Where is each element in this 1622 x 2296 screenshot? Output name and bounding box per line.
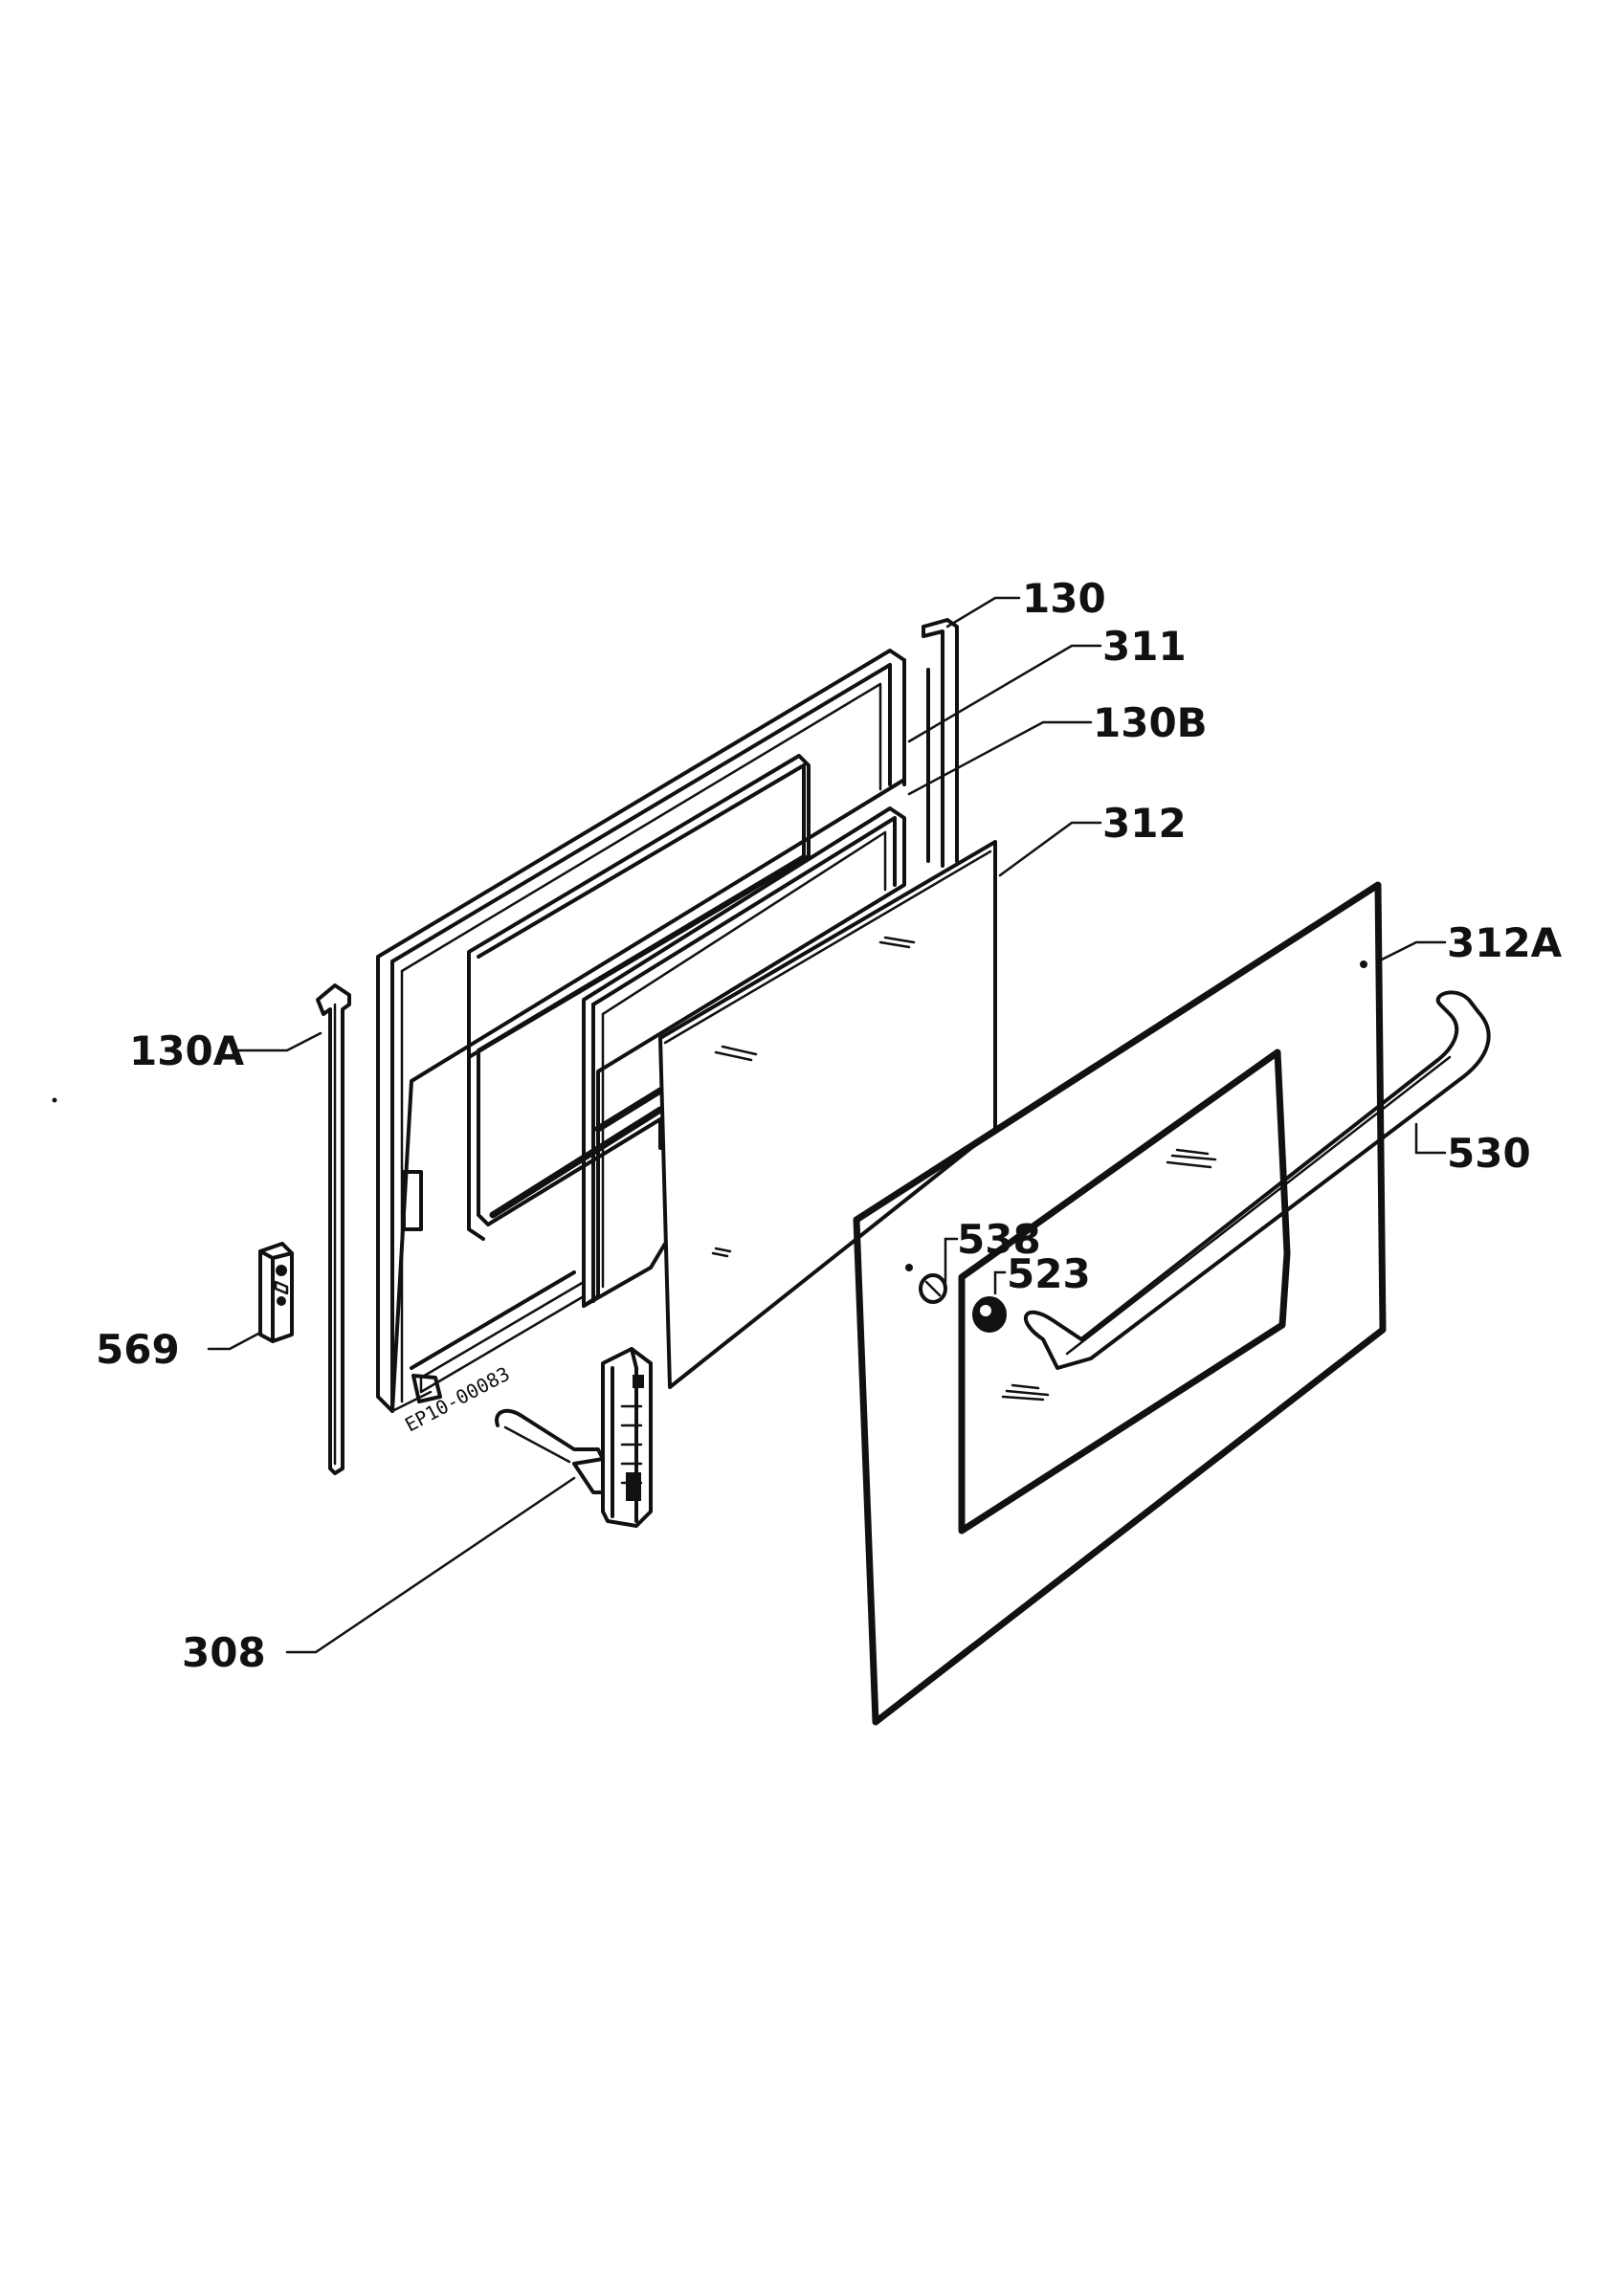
part-523-knob bbox=[972, 1296, 1007, 1333]
label-130: 130 bbox=[1022, 575, 1106, 622]
part-538-knob bbox=[919, 1273, 947, 1304]
part-130a-seal-strip bbox=[316, 983, 351, 1475]
label-312a: 312A bbox=[1447, 919, 1563, 966]
part-569-hinge-bracket bbox=[258, 1242, 294, 1343]
label-569: 569 bbox=[96, 1326, 180, 1373]
part-530-door-handle bbox=[1023, 990, 1491, 1370]
label-130b: 130B bbox=[1093, 699, 1208, 746]
part-130b-glass-frame bbox=[582, 806, 906, 1308]
part-311-inner-door-frame bbox=[376, 649, 906, 1413]
callout-labels: 130 311 130B 312 312A 130A 530 538 523 5… bbox=[96, 575, 1563, 1676]
leader-lines bbox=[207, 596, 1447, 1654]
part-130-seal-strip bbox=[922, 618, 959, 868]
scan-speck bbox=[52, 1097, 57, 1103]
label-308: 308 bbox=[182, 1629, 266, 1676]
label-523: 523 bbox=[1007, 1250, 1091, 1297]
part-312a-outer-glass-door bbox=[853, 881, 1387, 1726]
label-130a: 130A bbox=[129, 1027, 245, 1074]
label-311: 311 bbox=[1102, 623, 1187, 670]
label-538: 538 bbox=[957, 1216, 1041, 1263]
label-312: 312 bbox=[1102, 800, 1187, 847]
part-312-inner-glass bbox=[658, 840, 997, 1389]
label-530: 530 bbox=[1447, 1130, 1531, 1177]
part-308-hinge bbox=[495, 1347, 653, 1528]
